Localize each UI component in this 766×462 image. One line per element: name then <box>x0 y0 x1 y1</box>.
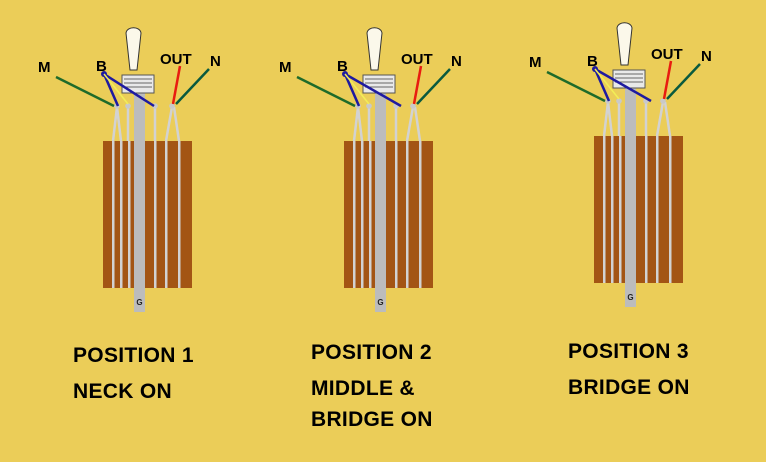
wire-middle <box>546 70 606 103</box>
caption-position-1: POSITION 1 NECK ON <box>73 340 194 407</box>
switch-body <box>103 141 192 288</box>
switch-contact-stripe <box>178 141 181 288</box>
switch-panel-3: G M B OUT N <box>529 22 712 307</box>
switch-contact-stripe <box>361 141 364 288</box>
switch-panel-2: G M B OUT N <box>279 27 462 312</box>
contact-leg <box>352 106 360 142</box>
switch-lever-icon <box>125 27 142 71</box>
label-output: OUT <box>651 46 683 63</box>
label-output: OUT <box>160 51 192 68</box>
switch-body <box>594 136 683 283</box>
position-description: BRIDGE ON <box>311 408 433 431</box>
position-title: POSITION 2 <box>311 341 432 364</box>
wire-neck <box>175 68 210 105</box>
switch-lever-icon <box>616 22 633 66</box>
position-description: MIDDLE & <box>311 377 415 400</box>
wire-output <box>412 65 423 105</box>
switch-contact-stripe <box>154 141 157 288</box>
wire-jumper <box>344 73 370 105</box>
wire-bridge <box>343 73 361 107</box>
contact-leg <box>413 106 422 142</box>
wire-bridge <box>344 72 402 108</box>
wire-jumper <box>594 68 620 100</box>
position-description: NECK ON <box>73 380 172 403</box>
label-bridge: B <box>587 53 598 70</box>
label-middle: M <box>38 59 51 76</box>
wire-jumper <box>103 73 129 105</box>
position-title: POSITION 1 <box>73 344 194 367</box>
label-neck: N <box>451 53 462 70</box>
switch-lever-icon <box>366 27 383 71</box>
wire-neck <box>666 63 701 100</box>
wire-middle <box>296 75 356 108</box>
label-neck: N <box>210 53 221 70</box>
label-middle: M <box>279 59 292 76</box>
position-title: POSITION 3 <box>568 340 689 363</box>
ground-label: G <box>377 298 383 307</box>
wire-neck <box>416 68 451 105</box>
switch-shaft <box>134 92 145 312</box>
contact-leg <box>405 106 415 142</box>
terminal-dot <box>616 98 622 104</box>
switch-contact-stripe <box>419 141 422 288</box>
contact-leg <box>111 106 119 142</box>
label-middle: M <box>529 54 542 71</box>
contact-leg <box>115 106 123 142</box>
switch-contact-stripe <box>369 141 372 288</box>
label-neck: N <box>701 48 712 65</box>
label-bridge: B <box>96 58 107 75</box>
contact-leg <box>164 106 174 142</box>
label-bridge: B <box>337 58 348 75</box>
wire-bridge <box>593 68 611 102</box>
contact-leg <box>172 106 181 142</box>
switch-contact-stripe <box>611 136 614 283</box>
switch-contact-stripe <box>406 141 409 288</box>
switch-contact-stripe <box>112 141 115 288</box>
switch-contact-stripe <box>645 136 648 283</box>
terminal-dot <box>660 98 666 104</box>
contact-leg <box>663 101 672 137</box>
contact-leg <box>602 101 610 137</box>
contact-leg <box>356 106 364 142</box>
switch-contact-stripe <box>619 136 622 283</box>
switch-contact-stripe <box>128 141 131 288</box>
ground-label: G <box>136 298 142 307</box>
wire-output <box>662 60 673 100</box>
wire-bridge <box>594 67 652 103</box>
switch-contact-stripe <box>120 141 123 288</box>
contact-leg <box>606 101 614 137</box>
switch-shaft <box>375 92 386 312</box>
switch-contact-stripe <box>656 136 659 283</box>
terminal-dot <box>125 103 131 109</box>
switch-contact-stripe <box>353 141 356 288</box>
switch-nut <box>362 74 396 94</box>
switch-body <box>344 141 433 288</box>
ground-label: G <box>627 293 633 302</box>
switch-contact-stripe <box>669 136 672 283</box>
ground-tab <box>134 296 145 308</box>
ground-tab <box>625 291 636 303</box>
terminal-dot <box>169 103 175 109</box>
wire-bridge <box>103 72 155 108</box>
wire-output <box>171 65 182 105</box>
terminal-dot <box>410 103 416 109</box>
switch-nut <box>612 69 646 89</box>
contact-leg <box>655 101 665 137</box>
caption-position-2: POSITION 2 MIDDLE & BRIDGE ON <box>311 337 433 435</box>
position-description: BRIDGE ON <box>568 376 690 399</box>
caption-position-3: POSITION 3 BRIDGE ON <box>568 336 690 403</box>
label-output: OUT <box>401 51 433 68</box>
switch-shaft <box>625 87 636 307</box>
switch-nut <box>121 74 155 94</box>
switch-contact-stripe <box>165 141 168 288</box>
ground-tab <box>375 296 386 308</box>
terminal-dot <box>366 103 372 109</box>
wire-middle <box>55 75 115 108</box>
switch-panel-1: G M B OUT N <box>38 27 221 312</box>
wire-bridge <box>102 73 120 107</box>
switch-contact-stripe <box>395 141 398 288</box>
switch-contact-stripe <box>603 136 606 283</box>
